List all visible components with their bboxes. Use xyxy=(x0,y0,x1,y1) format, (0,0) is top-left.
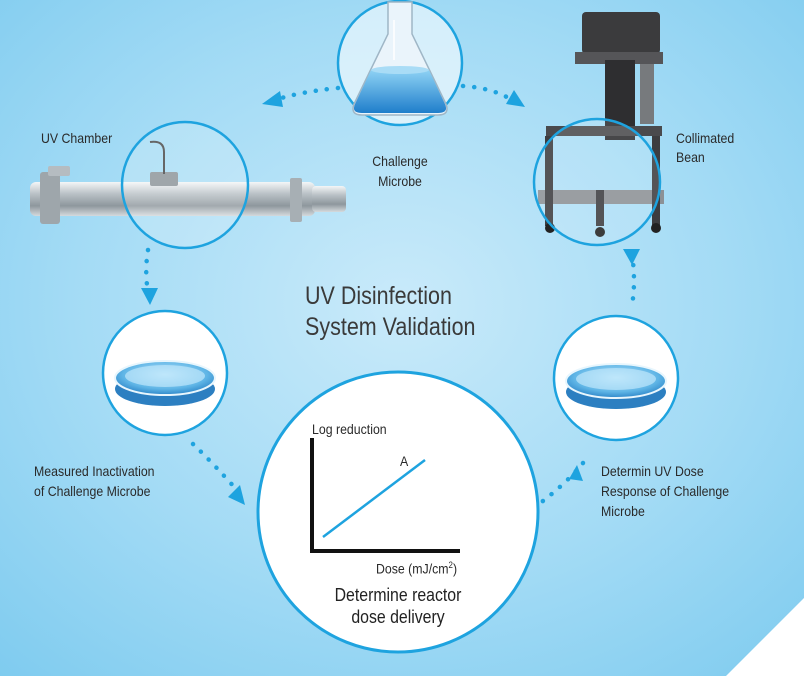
dose-response-label-line1: Determin UV Dose xyxy=(601,463,704,479)
graph-y-axis-label: Log reduction xyxy=(312,421,387,437)
graph-x-axis-label-end: ) xyxy=(452,560,458,577)
dose-graph xyxy=(310,438,460,553)
diagram-title-line2: System Validation xyxy=(305,313,476,341)
challenge-microbe-label-line2: Microbe xyxy=(378,173,422,189)
graph-x-axis-label-main: Dose (mJ/cm xyxy=(376,560,449,577)
challenge-microbe-label-line1: Challenge xyxy=(372,153,428,169)
center-graph-circle xyxy=(256,370,540,654)
uv-chamber-label: UV Chamber xyxy=(41,130,113,146)
graph-x-axis-label-sup: 2 xyxy=(448,560,453,570)
arrow-head-left-mid xyxy=(141,288,158,305)
measured-inactivation-label-line2: of Challenge Microbe xyxy=(34,483,151,499)
chamber-sensor-cable xyxy=(149,140,165,174)
measured-inactivation-label-line1: Measured Inactivation xyxy=(34,463,155,479)
diagram-title-line1: UV Disinfection xyxy=(305,282,452,310)
arrow-head-right-top xyxy=(506,90,525,107)
collimated-beam-label-line1: Collimated xyxy=(676,130,735,146)
petri-dish-right-icon xyxy=(565,363,667,409)
graph-axes xyxy=(310,438,460,553)
beam-circle xyxy=(532,117,662,247)
graph-line-label: A xyxy=(400,453,409,469)
flask-icon xyxy=(352,1,448,116)
dose-response-label-line3: Microbe xyxy=(601,503,645,519)
arrow-head-right-mid xyxy=(623,249,640,265)
arrow-head-right-low xyxy=(569,465,583,481)
arrow-heads xyxy=(141,90,640,505)
arrow-head-left-low xyxy=(228,485,245,505)
graph-line-a xyxy=(322,459,426,538)
center-caption-line2: dose delivery xyxy=(351,607,445,627)
center-caption-line1: Determine reactor xyxy=(334,585,462,605)
collimated-beam-label-line2: Bean xyxy=(676,149,705,165)
collimated-beam-illustration xyxy=(538,12,664,237)
dose-response-label-line2: Response of Challenge xyxy=(601,483,730,499)
arrow-head-left-top xyxy=(262,91,283,107)
graph-x-axis-label: Dose (mJ/cm2) xyxy=(376,557,457,578)
chamber-circle xyxy=(120,120,250,250)
petri-dish-left-icon xyxy=(114,360,216,406)
